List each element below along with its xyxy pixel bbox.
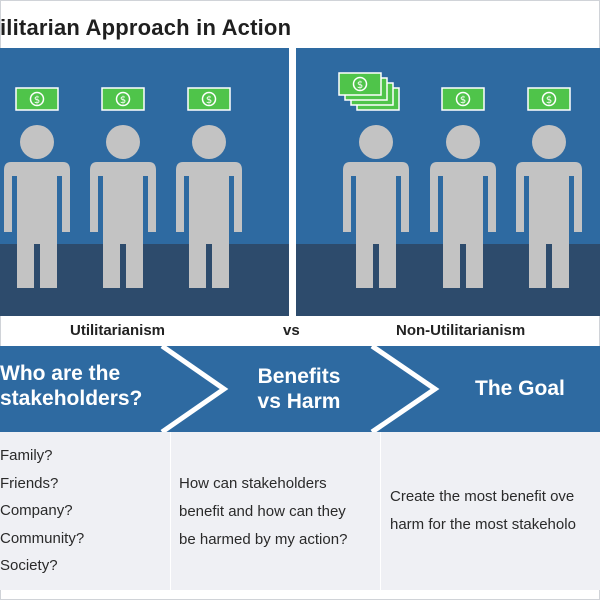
svg-text:$: $ [34, 95, 40, 106]
person-figure-icon [90, 125, 156, 288]
process-band [0, 346, 600, 432]
goal-text: Create the most benefit ove harm for the… [390, 483, 576, 539]
list-item: Community? [0, 529, 85, 547]
step-the-goal: The Goal [440, 376, 600, 401]
step-line: The Goal [475, 377, 565, 400]
person-figure-icon [516, 125, 582, 288]
chevron-band [0, 346, 600, 432]
money-bill-icon: $ [527, 87, 571, 111]
money-bill-icon: $ [15, 87, 59, 111]
svg-text:$: $ [120, 95, 126, 106]
band-background [0, 346, 600, 432]
step-benefits-vs-harm: Benefits vs Harm [234, 364, 364, 414]
list-item: Society? [0, 557, 58, 574]
page-title: ilitarian Approach in Action [0, 15, 292, 40]
text-line: Create the most benefit ove [390, 488, 575, 505]
svg-text:$: $ [206, 95, 212, 106]
stakeholders-panel [0, 432, 170, 590]
utilitarian-scene: $ $ $ [0, 48, 289, 316]
text-line: be harmed by my action? [179, 531, 348, 548]
svg-text:$: $ [546, 95, 552, 106]
scene-divider [289, 48, 296, 316]
utilitarian-illustration: $ $ $ [4, 87, 242, 288]
text-line: benefit and how can they [179, 503, 346, 520]
money-bill-icon: $ [441, 87, 485, 111]
step-line: Benefits [257, 365, 341, 388]
utilitarianism-label: Utilitarianism [70, 322, 166, 339]
svg-text:$: $ [357, 80, 363, 91]
goal-panel [381, 432, 600, 590]
vs-label: vs [283, 322, 300, 339]
step-line: vs Harm [257, 390, 341, 413]
person-figure-icon [430, 125, 496, 288]
stakeholder-list: Family? Friends? Company? Community? Soc… [0, 447, 84, 585]
person-figure-icon [343, 125, 409, 288]
chevron-right-icon [370, 346, 440, 432]
money-stack-icon: $ [338, 72, 400, 111]
money-bill-icon: $ [187, 87, 231, 111]
list-item: Company? [0, 502, 73, 519]
text-line: How can stakeholders [179, 475, 327, 492]
chevron-right-icon [160, 346, 229, 432]
person-figure-icon [176, 125, 242, 288]
list-item: Family? [0, 447, 53, 464]
money-bill-icon: $ [101, 87, 145, 111]
non-utilitarian-illustration: $ $ $ [338, 72, 582, 288]
step-line: Who are the [0, 362, 121, 385]
non-utilitarianism-label: Non-Utilitarianism [396, 322, 526, 339]
step-line: stakeholders? [0, 387, 143, 410]
benefits-harm-panel [171, 432, 380, 590]
person-figure-icon [4, 125, 70, 288]
non-utilitarian-scene: $ $ $ [296, 48, 600, 316]
benefits-harm-text: How can stakeholders benefit and how can… [179, 470, 347, 554]
svg-text:$: $ [460, 95, 466, 106]
step-stakeholders: Who are the stakeholders? [0, 361, 143, 411]
text-line: harm for the most stakeholo [390, 516, 576, 533]
list-item: Friends? [0, 474, 59, 492]
